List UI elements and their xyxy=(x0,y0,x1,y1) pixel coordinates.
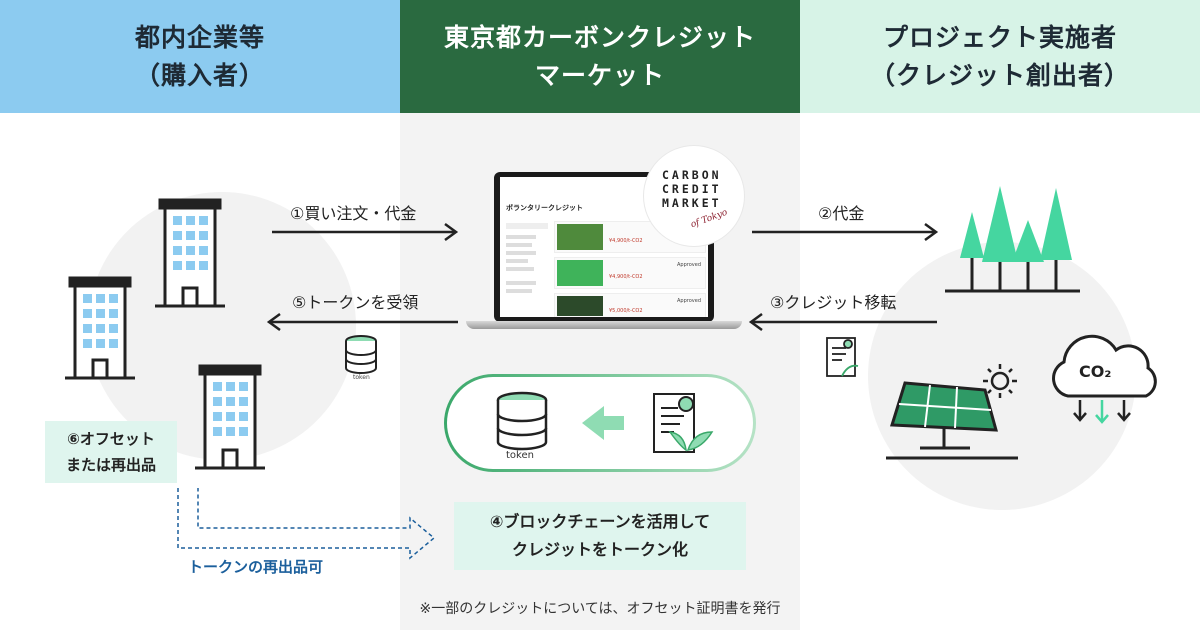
offset-line-2: または再出品 xyxy=(65,456,156,474)
header-buyers-subtitle: （購入者） xyxy=(134,60,265,90)
token-database-icon xyxy=(496,391,548,451)
carbon-credit-market-logo xyxy=(644,146,744,246)
certificate-icon xyxy=(653,393,695,453)
tokenization-graphic xyxy=(496,391,714,453)
forest-icon xyxy=(945,186,1080,293)
listing-price: ¥4,900/t-CO2 xyxy=(609,238,643,244)
blockchain-line-1: ④ブロックチェーンを活用して xyxy=(489,512,711,531)
header-creators-subtitle: （クレジット創出者） xyxy=(869,60,1130,90)
approved-badge: Approved xyxy=(677,298,701,304)
label-credit-transfer: ③クレジット移転 xyxy=(770,293,897,312)
website-page-title: ボランタリークレジット xyxy=(506,204,583,212)
label-payment: ②代金 xyxy=(818,204,865,223)
logo-text: CARBON CREDIT MARKET xyxy=(662,168,726,210)
offset-box: ⑥オフセット または再出品 xyxy=(45,421,177,483)
reissue-label: トークンの再出品可 xyxy=(188,558,324,576)
co2-label: CO₂ xyxy=(1079,362,1112,381)
header-market-subtitle: マーケット xyxy=(534,60,665,90)
office-building-icon xyxy=(195,364,265,470)
listing-price: ¥4,900/t-CO2 xyxy=(609,274,643,280)
arrow-credit-transfer xyxy=(748,312,937,332)
label-buy-order: ①買い注文・代金 xyxy=(290,204,417,223)
token-database-icon xyxy=(345,335,377,374)
listing-price: ¥5,000/t-CO2 xyxy=(609,308,643,314)
header-buyers-title: 都内企業等 xyxy=(134,22,265,52)
office-building-icon xyxy=(155,198,225,308)
header-buyers: 都内企業等 （購入者） xyxy=(0,0,400,113)
sun-icon xyxy=(983,364,1017,398)
arrow-payment xyxy=(752,222,939,242)
header-creators: プロジェクト実施者 （クレジット創出者） xyxy=(800,0,1200,113)
certificate-icon xyxy=(826,337,859,377)
logo-line-1: CARBON xyxy=(662,168,722,182)
solar-panel-icon xyxy=(886,364,1018,460)
blockchain-box: ④ブロックチェーンを活用して クレジットをトークン化 xyxy=(454,502,746,570)
co2-cloud-icon xyxy=(1052,334,1157,424)
market-website-screenshot: ボランタリークレジット ¥4,900/t-CO2 ¥4,900/t-CO2 Ap… xyxy=(500,177,708,317)
small-token-label: token xyxy=(353,374,370,381)
blockchain-line-2: クレジットをトークン化 xyxy=(511,540,688,559)
offset-line-1: ⑥オフセット xyxy=(67,430,155,448)
footnote: ※一部のクレジットについては、オフセット証明書を発行 xyxy=(419,601,781,617)
arrow-buy-order xyxy=(272,222,459,242)
left-arrow-icon xyxy=(582,406,624,440)
label-receive-token: ⑤トークンを受領 xyxy=(292,293,419,312)
header-creators-title: プロジェクト実施者 xyxy=(882,22,1117,52)
arrow-reissue-dashed xyxy=(177,488,436,560)
logo-line-3: MARKET xyxy=(662,196,722,210)
arrow-receive-token xyxy=(266,312,458,332)
approved-badge: Approved xyxy=(677,262,701,268)
large-token-label: token xyxy=(506,450,534,461)
sprout-icon xyxy=(668,431,714,452)
header-market-title: 東京都カーボンクレジット xyxy=(443,22,756,52)
laptop-base xyxy=(466,321,742,329)
office-building-icon xyxy=(65,276,135,380)
logo-line-2: CREDIT xyxy=(662,182,722,196)
header-market: 東京都カーボンクレジット マーケット xyxy=(400,0,800,113)
